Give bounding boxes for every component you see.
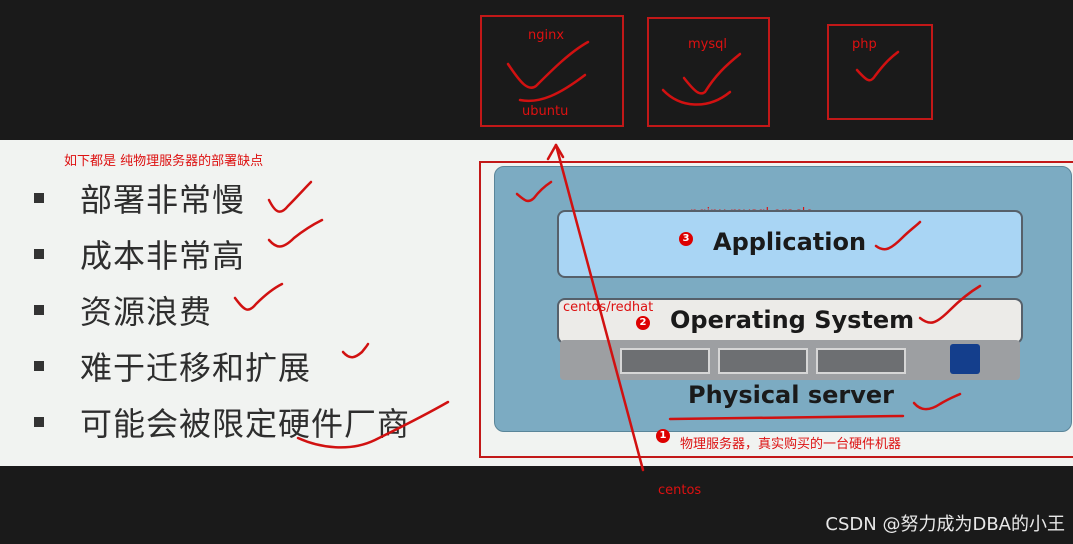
check-icon: [517, 182, 551, 201]
arrowhead-icon: [548, 145, 563, 159]
check-icon: [684, 54, 740, 93]
check-icon: [876, 222, 920, 249]
check-icon: [343, 344, 368, 357]
check-icon: [269, 220, 322, 247]
arrow-line: [556, 145, 643, 470]
check-icon: [235, 284, 282, 310]
check-icon: [269, 182, 311, 212]
check-icon: [920, 286, 980, 323]
check-icon: [857, 52, 898, 80]
underline-mark: [298, 402, 448, 447]
check-icon: [914, 394, 960, 409]
underline-mark: [670, 416, 903, 419]
